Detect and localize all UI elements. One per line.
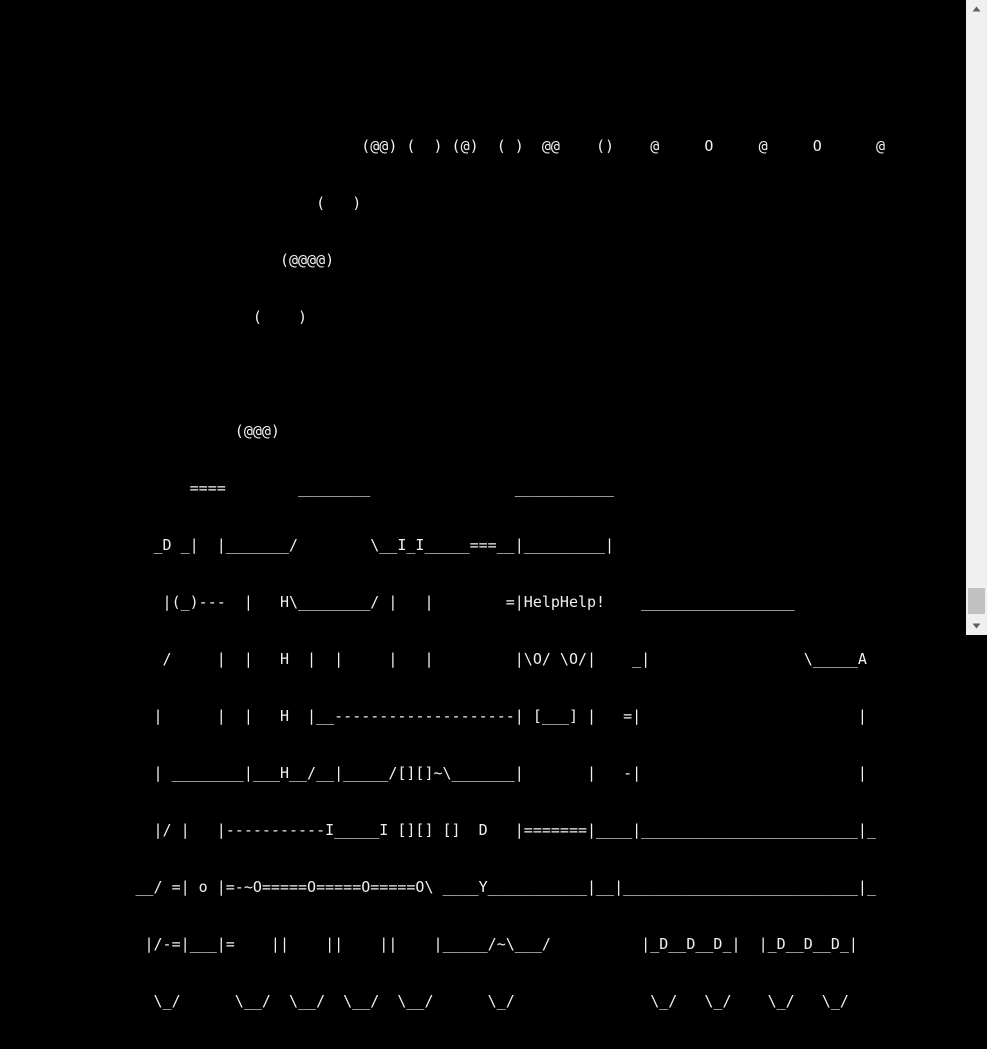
ascii-line-train-8: __/ =| o |=-~O=====O=====O=====O\ ____Y_… xyxy=(0,878,876,896)
ascii-line-train-5: | | | H |__--------------------| [___] |… xyxy=(0,707,867,725)
ascii-line-train-2: _D _| |_______/ \__I_I_____===__|_______… xyxy=(0,536,615,554)
ascii-line-smoke-5 xyxy=(0,365,885,384)
ascii-line-train-7: |/ | |-----------I_____I [][] [] D |====… xyxy=(0,821,876,839)
ascii-art-train: (@@) ( ) (@) ( ) @@ () @ O @ O @ ( ) (@@… xyxy=(0,99,885,1049)
terminal-window[interactable]: (@@) ( ) (@) ( ) @@ () @ O @ O @ ( ) (@@… xyxy=(0,0,966,1010)
chevron-down-icon xyxy=(972,623,981,629)
scrollbar-track[interactable] xyxy=(966,18,987,617)
ascii-line-train-1: ==== ________ ___________ xyxy=(0,479,615,497)
ascii-line-smoke-6: (@@@) xyxy=(0,422,280,440)
scroll-down-button[interactable] xyxy=(966,617,987,635)
chevron-up-icon xyxy=(972,6,981,12)
scroll-up-button[interactable] xyxy=(966,0,987,18)
ascii-line-train-4: / | | H | | | | |\O/ \O/| _| \_____A xyxy=(0,650,867,668)
ascii-line-wheels-1: |/-=|___|= || || || |_____/~\___/ |_D__D… xyxy=(0,935,858,953)
ascii-line-smoke-4: ( ) xyxy=(0,308,308,326)
ascii-line-smoke-3: (@@@@) xyxy=(0,251,335,269)
ascii-line-smoke-2: ( ) xyxy=(0,194,362,212)
ascii-line-train-6: | ________|___H__/__|_____/[][]~\_______… xyxy=(0,764,867,782)
vertical-scrollbar[interactable] xyxy=(966,0,987,635)
ascii-line-train-3: |(_)--- | H\________/ | | =|HelpHelp! __… xyxy=(0,593,795,611)
scrollbar-thumb[interactable] xyxy=(968,588,985,614)
ascii-line-wheels-2: \_/ \__/ \__/ \__/ \__/ \_/ \_/ \_/ \_/ … xyxy=(0,992,849,1010)
ascii-line-smoke-1: (@@) ( ) (@) ( ) @@ () @ O @ O @ xyxy=(0,137,886,155)
